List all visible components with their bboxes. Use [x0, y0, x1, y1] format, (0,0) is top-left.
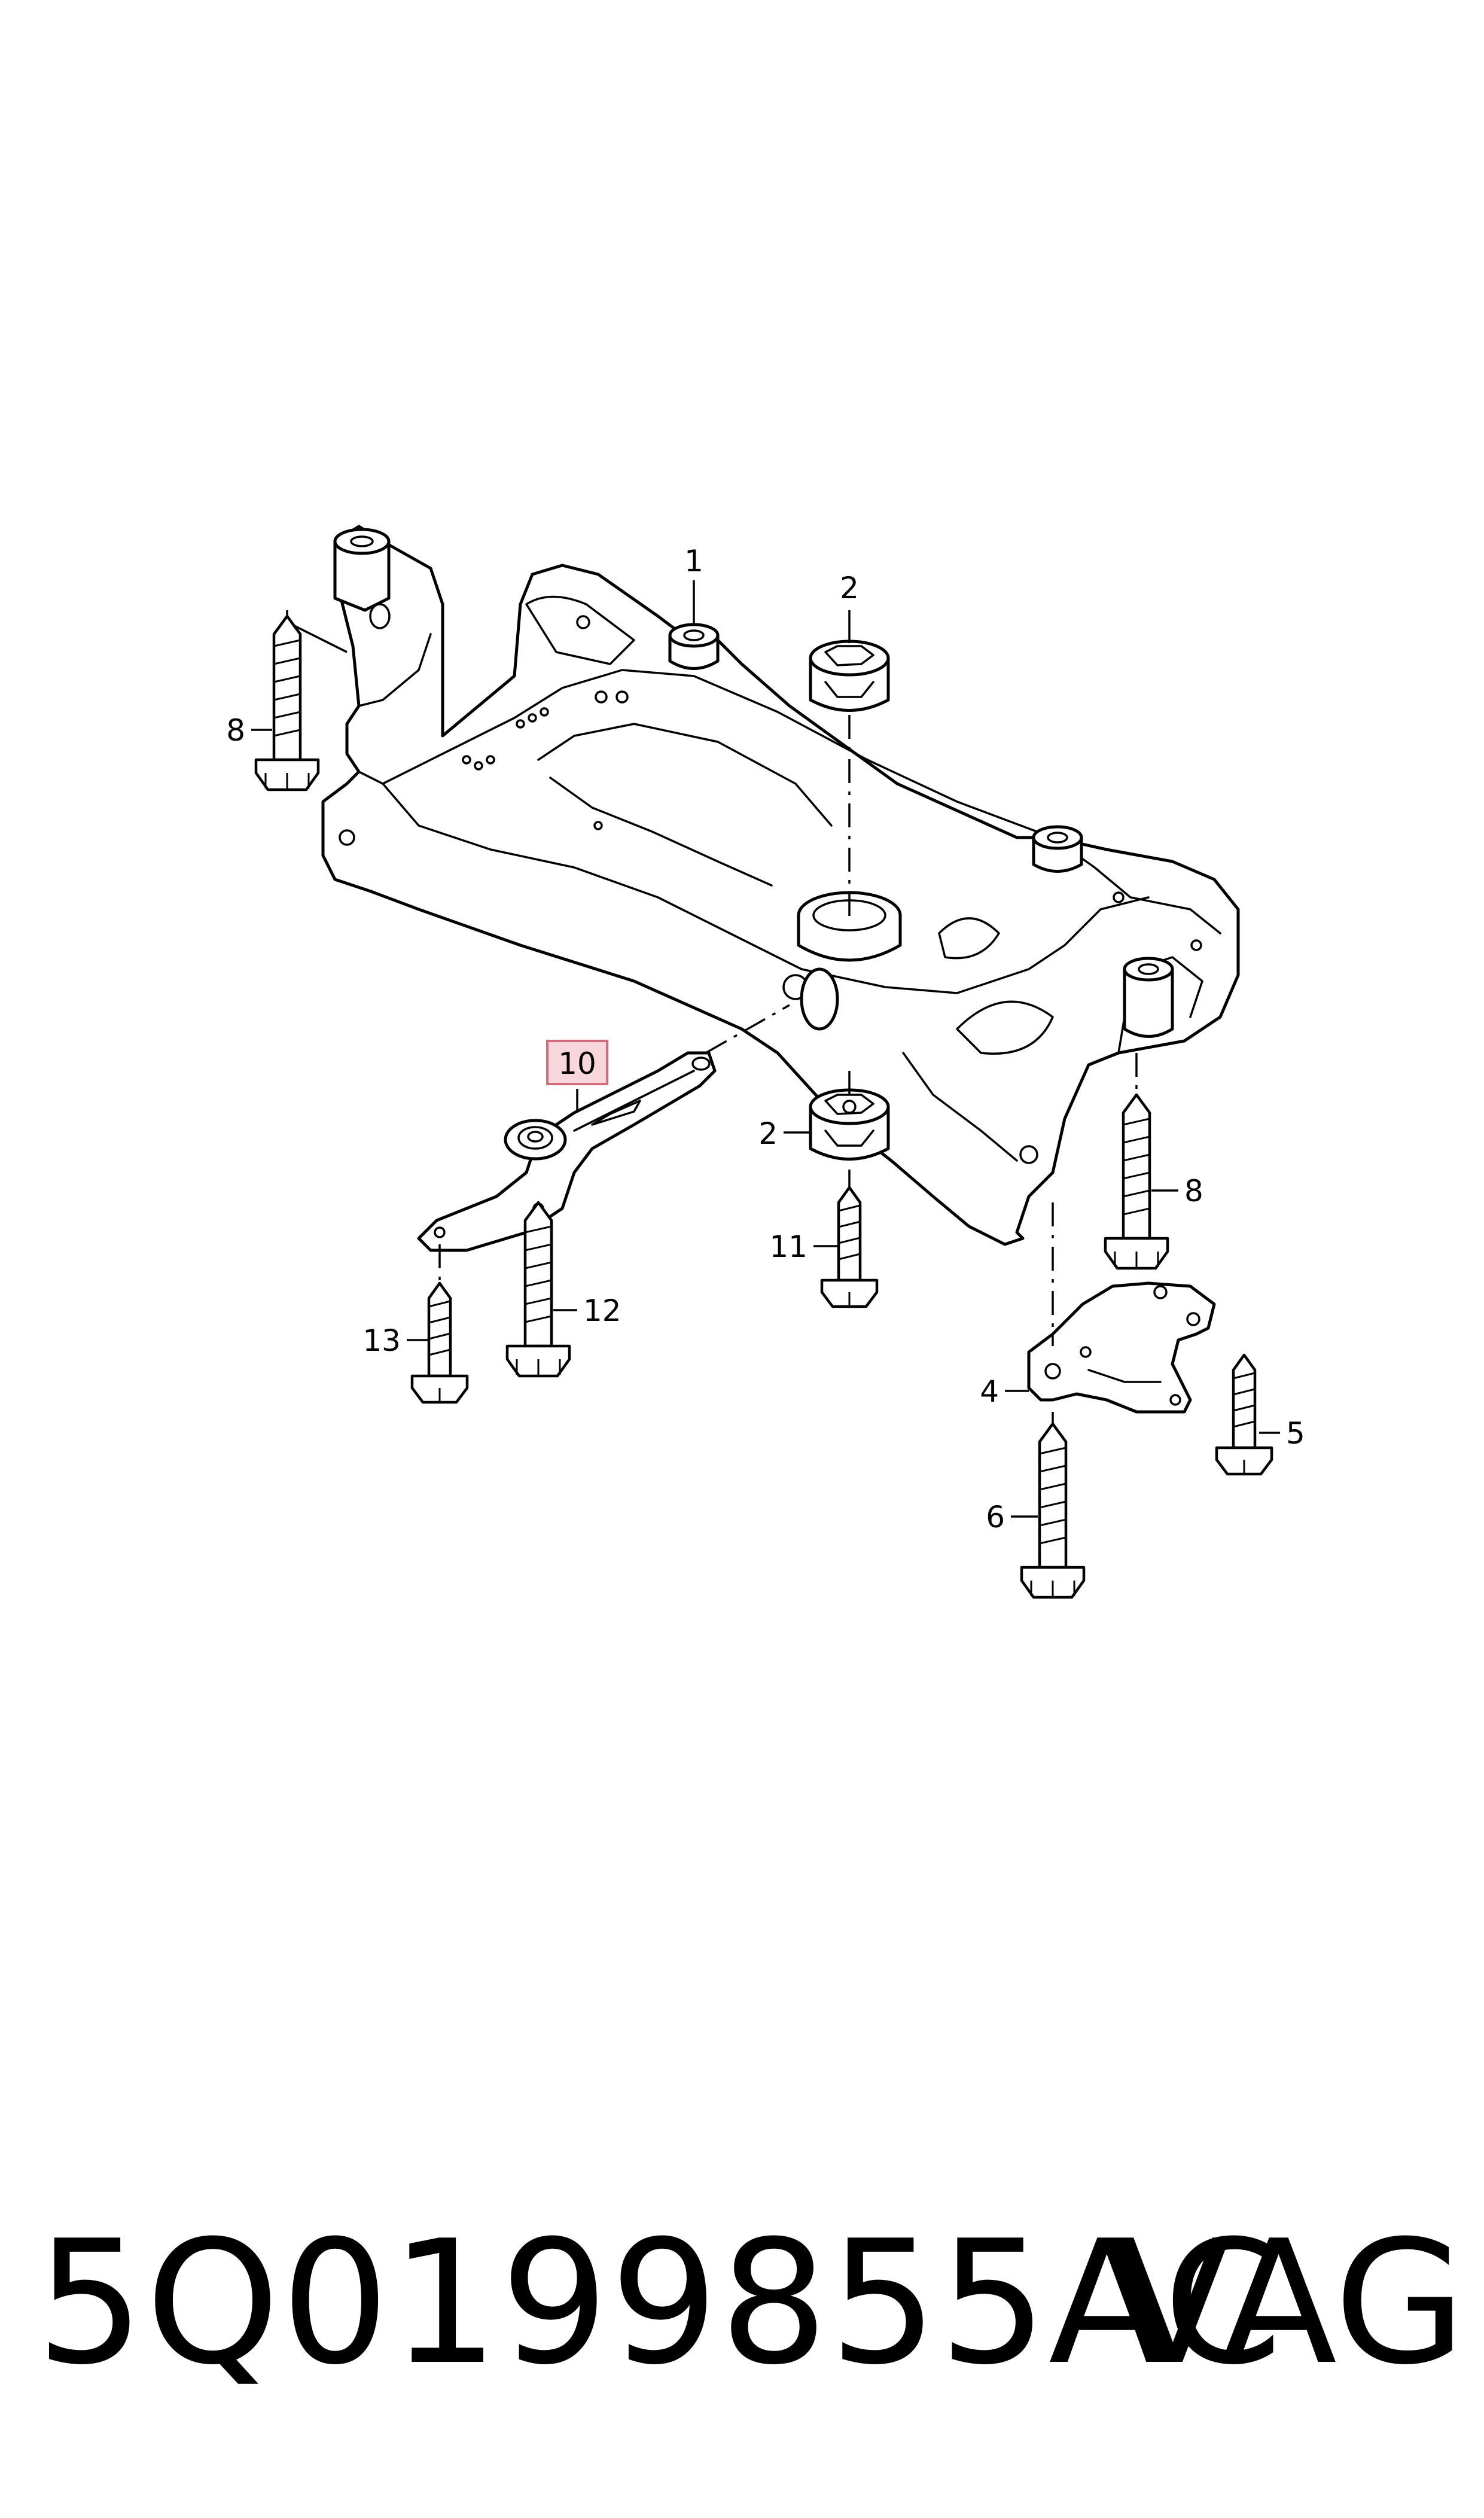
bolt-13: [412, 1283, 467, 1402]
bolt-8-right: [1105, 1095, 1168, 1268]
bushing-lower: [809, 1088, 890, 1161]
bracket: [1027, 1281, 1216, 1414]
callout-leaders: [251, 580, 1280, 1518]
highlighted-part-marker: [546, 1040, 608, 1085]
callout-6: 6: [986, 1500, 1005, 1534]
callout-11: 11: [769, 1229, 807, 1264]
callout-5: 5: [1286, 1416, 1305, 1451]
callout-labels: 1 2 2 4 5 6 8 8 10 11 12 13: [226, 544, 1305, 1534]
callout-10: 10: [558, 1046, 596, 1081]
callout-8-left: 8: [226, 713, 245, 748]
footer: 5Q0199855AC VAG: [0, 2208, 1484, 2399]
bolt-6: [1022, 1424, 1084, 1597]
exploded-parts-diagram: 1 2 2 4 5 6 8 8 10 11 12 13: [226, 525, 1305, 2034]
part-number: 5Q0199855AC: [36, 2204, 1284, 2403]
callout-4: 4: [980, 1374, 999, 1409]
callout-2-lower: 2: [758, 1116, 778, 1151]
callout-2-upper: 2: [840, 571, 859, 605]
bolt-8-left: [256, 616, 318, 790]
callout-13: 13: [362, 1323, 401, 1358]
bolt-5: [1217, 1355, 1272, 1474]
brand-label: VAG: [1114, 2204, 1466, 2403]
callout-12: 12: [583, 1293, 621, 1328]
callout-8-right: 8: [1184, 1174, 1203, 1208]
torque-support: [417, 1051, 717, 1252]
bushing-upper: [809, 640, 890, 712]
callout-1: 1: [684, 544, 703, 578]
subframe: [321, 525, 1240, 1246]
